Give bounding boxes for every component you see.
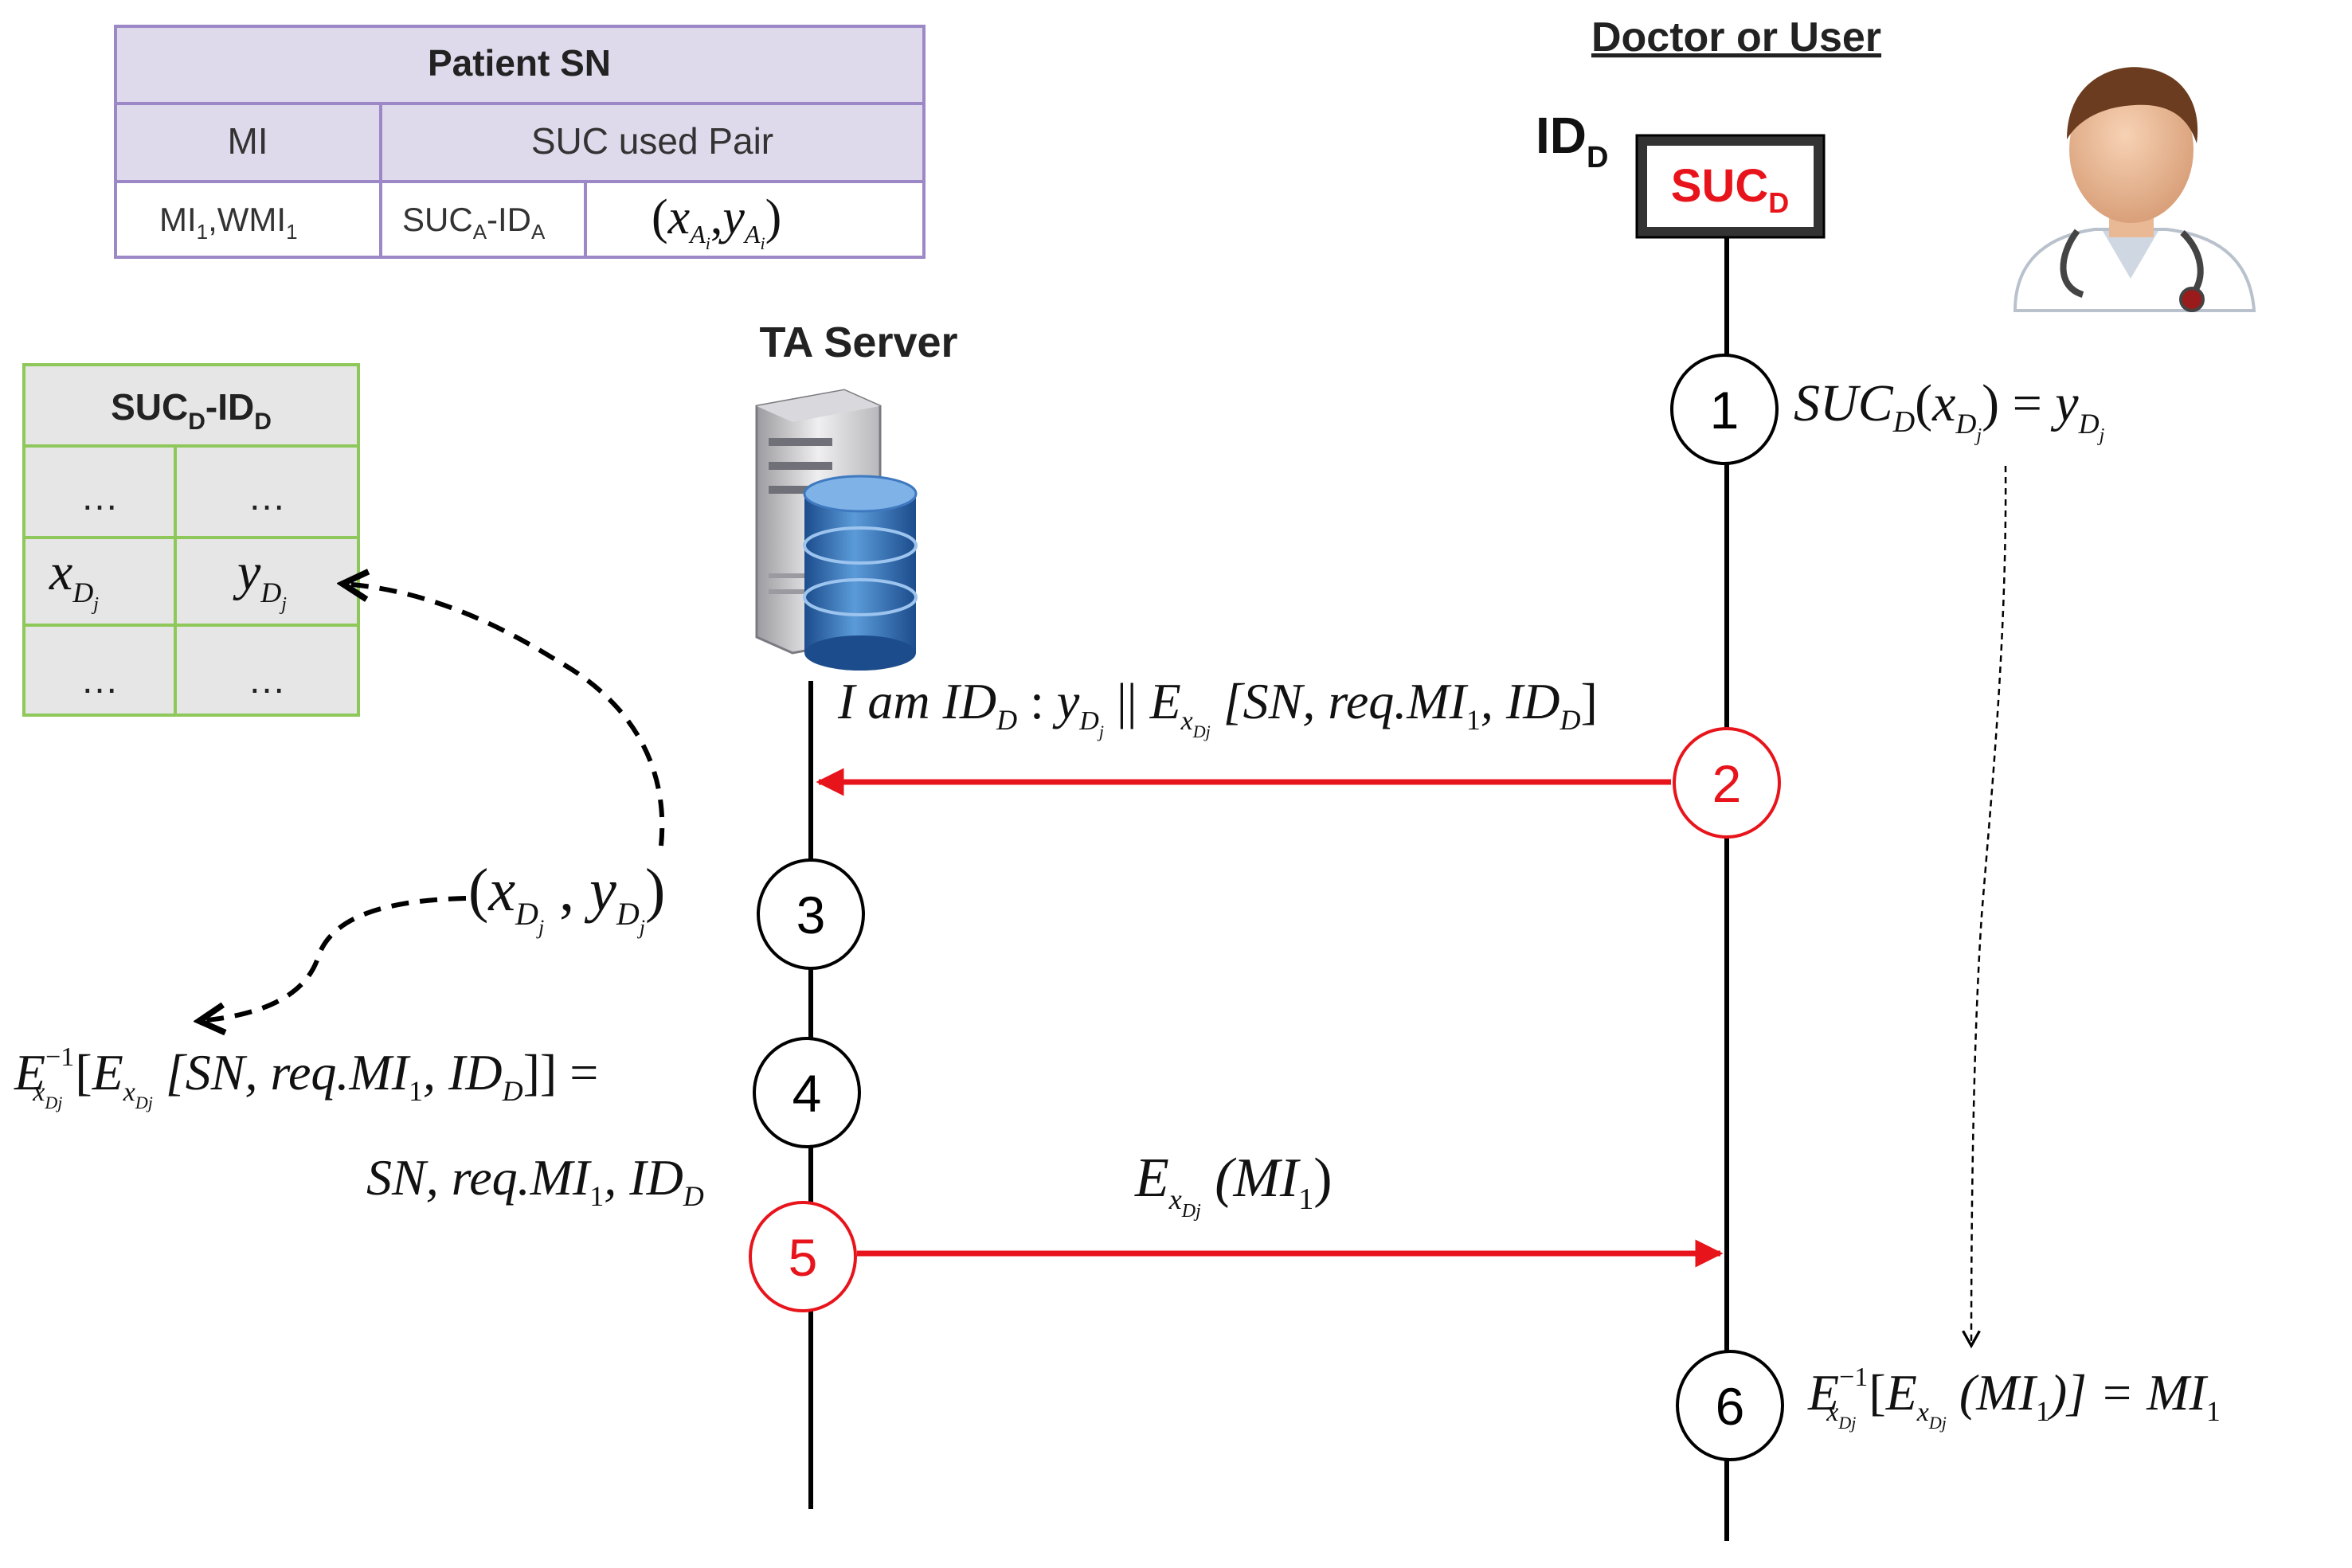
id-d-label: IDD — [1536, 107, 1608, 174]
patient-table-pair-cell: (xAi,yAi) — [652, 190, 781, 253]
patient-sn-table: Patient SN MI SUC used Pair MI1,WMI1 SUC… — [114, 25, 926, 259]
step-4-label: 4 — [792, 1064, 822, 1123]
step-1: 1 — [1670, 354, 1779, 465]
step-5-label: 5 — [789, 1228, 818, 1287]
equation-4-result: SN, req.MI1, IDD — [366, 1149, 704, 1212]
suc-table-x: xDj — [49, 543, 99, 615]
decrypt-arrow — [199, 896, 467, 1021]
patient-table-col-mi: MI — [227, 120, 268, 162]
suc-id-table: SUCD-IDD … … xDj yDj … … — [22, 363, 360, 717]
equation-3: (xDj , yDj) — [468, 857, 665, 939]
suc-table-dots: … — [80, 476, 119, 518]
step-3-label: 3 — [796, 886, 826, 944]
step-2-label: 2 — [1712, 754, 1742, 813]
ta-server-label: TA Server — [759, 319, 957, 366]
step-1-label: 1 — [1710, 381, 1740, 440]
equation-1: SUCD(xDj) = yDj — [1794, 374, 2105, 446]
suc-table-dots: … — [248, 476, 286, 518]
server-database-icon — [755, 389, 918, 671]
patient-table-col-pair: SUC used Pair — [531, 120, 773, 162]
patient-table-mi-cell: MI1,WMI1 — [159, 201, 298, 244]
suc-table-y: yDj — [233, 543, 287, 615]
step-2: 2 — [1673, 727, 1781, 839]
patient-table-suc-cell: SUCA-IDA — [402, 201, 546, 244]
equation-2: I am IDD : yDj || ExDj [SN, req.MI1, IDD… — [837, 673, 1598, 741]
step-3: 3 — [757, 858, 865, 970]
suc-table-dots: … — [80, 659, 119, 702]
step-4: 4 — [753, 1037, 861, 1148]
step-6: 6 — [1676, 1350, 1784, 1461]
store-pair-arrow — [342, 584, 665, 847]
equation-5: ExDj (MI1) — [1134, 1148, 1333, 1222]
suc-d-box: SUCD — [1635, 134, 1826, 239]
doctor-label: Doctor or User — [1591, 14, 1881, 61]
step-5: 5 — [749, 1201, 857, 1312]
key-reuse-arrow — [1962, 465, 2007, 1349]
suc-table-dots: … — [248, 659, 286, 702]
patient-table-title: Patient SN — [428, 42, 611, 84]
suc-d-box-text: SUCD — [1671, 160, 1789, 219]
suc-table-title: SUCD-IDD — [111, 386, 272, 435]
doctor-avatar-icon — [2013, 67, 2256, 312]
step-6-label: 6 — [1716, 1377, 1745, 1436]
